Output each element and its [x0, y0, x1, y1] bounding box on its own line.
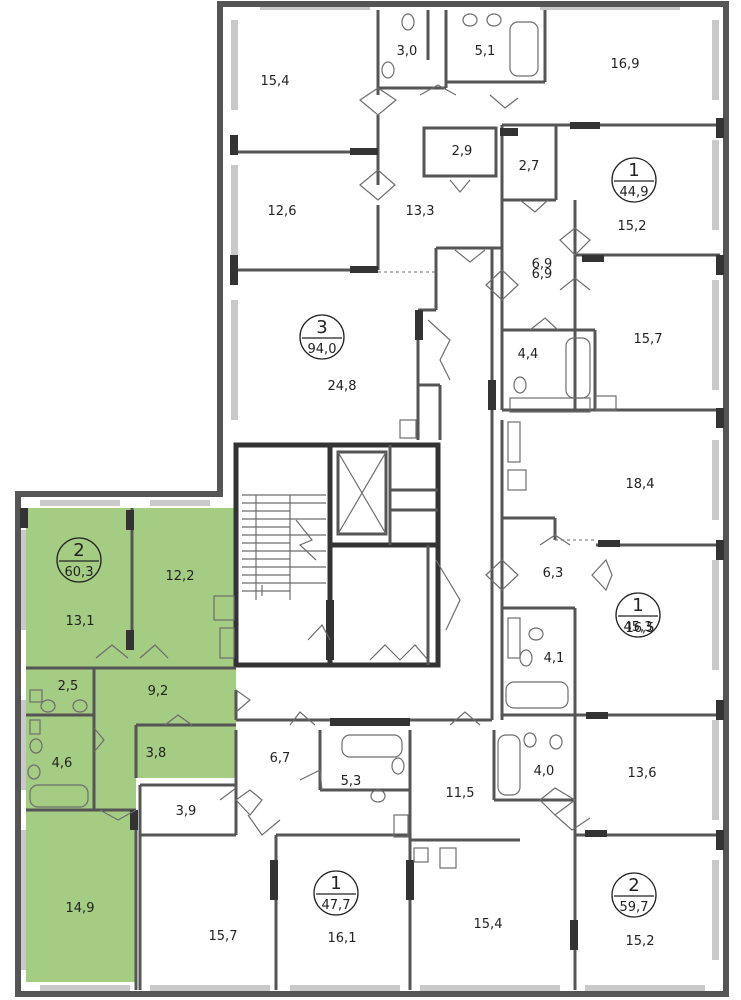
room-area-label: 11,5: [446, 786, 475, 801]
apartment-rooms-count: 3: [316, 317, 327, 338]
apartment-rooms-count: 2: [73, 540, 84, 561]
room-area-label: 4,4: [518, 347, 539, 362]
apartment-badge-apt-1-top: 144,9: [611, 157, 657, 203]
apartment-rooms-count: 1: [628, 160, 639, 181]
room-area-label: 3,0: [397, 44, 418, 59]
room-area-label: 16,1: [328, 931, 357, 946]
room-area-label: 4,6: [52, 756, 73, 771]
room-area-label: 5,1: [475, 44, 496, 59]
apartment-badge-circle: [299, 314, 345, 360]
apartment-rooms-count: 1: [632, 595, 643, 616]
apartment-total-area: 60,3: [65, 565, 94, 580]
room-area-label: 4,1: [544, 651, 565, 666]
apartment-total-area: 44,9: [620, 185, 649, 200]
room-area-label: 6,7: [270, 751, 291, 766]
room-area-label: 15,4: [474, 917, 503, 932]
room-area-label: 5,3: [341, 774, 362, 789]
apartment-badge-circle: [611, 157, 657, 203]
apartment-badge-apt-1-mid: 145,3: [615, 592, 661, 638]
room-area-label: 6,9: [532, 267, 553, 282]
apartment-badge-apt-2-right: 259,7: [611, 872, 657, 918]
apartment-total-area: 47,7: [322, 898, 351, 913]
room-area-label: 3,9: [176, 804, 197, 819]
room-area-label: 16,5: [626, 621, 655, 636]
apartment-rooms-count: 2: [628, 875, 639, 896]
room-area-label: 2,9: [452, 144, 473, 159]
room-area-label: 15,2: [626, 934, 655, 949]
room-area-label: 12,6: [268, 204, 297, 219]
room-area-label: 13,3: [406, 204, 435, 219]
room-area-label: 2,7: [519, 159, 540, 174]
apartment-rooms-count: 1: [330, 873, 341, 894]
apartment-badge-circle: [611, 872, 657, 918]
room-area-label: 6,9: [532, 257, 553, 272]
room-area-label: 2,5: [58, 679, 79, 694]
apartment-total-area: 94,0: [308, 342, 337, 357]
room-area-label: 15,7: [209, 929, 238, 944]
apartment-total-area: 45,3: [624, 620, 653, 635]
interior-walls: [26, 10, 720, 990]
room-area-label: 24,8: [328, 379, 357, 394]
room-area-label: 15,7: [634, 332, 663, 347]
room-area-label: 15,2: [618, 219, 647, 234]
room-area-label: 13,6: [628, 766, 657, 781]
room-area-label: 6,3: [543, 566, 564, 581]
room-area-label: 13,1: [66, 614, 95, 629]
apartment-badge-apt-1-bottom: 147,7: [313, 870, 359, 916]
openings-dashed: [378, 271, 596, 541]
door-swings: [93, 84, 613, 836]
room-area-label: 12,2: [166, 569, 195, 584]
apartment-badge-circle: [615, 592, 661, 638]
room-area-label: 16,9: [611, 57, 640, 72]
room-area-label: 9,2: [148, 684, 169, 699]
apartment-badge-apt-2-left: 260,3: [56, 537, 102, 583]
room-area-label: 3,8: [146, 746, 167, 761]
room-area-label: 18,4: [626, 477, 655, 492]
staircase: [242, 451, 387, 600]
apartment-badge-apt-3: 394,0: [299, 314, 345, 360]
apartment-total-area: 59,7: [620, 900, 649, 915]
bathroom-fixtures: [27, 13, 617, 869]
exterior-walls: [15, 1, 729, 997]
room-area-label: 15,4: [261, 74, 290, 89]
apartment-badge-circle: [313, 870, 359, 916]
room-area-label: 14,9: [66, 901, 95, 916]
structural-columns: [20, 118, 724, 950]
room-area-label: 4,0: [534, 764, 555, 779]
apartment-badge-circle: [56, 537, 102, 583]
